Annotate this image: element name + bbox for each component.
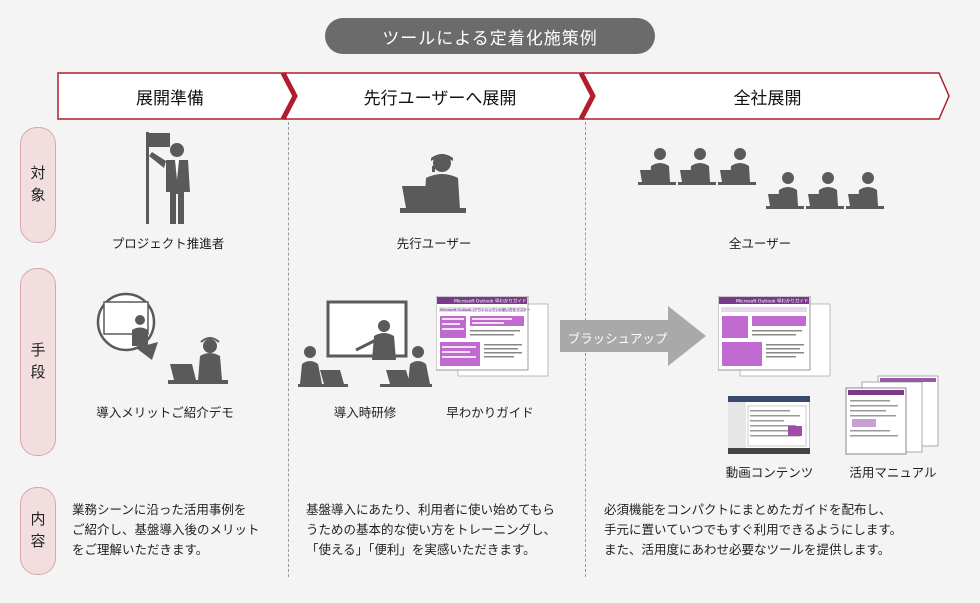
means-label-col3b: 活用マニュアル [849, 465, 937, 480]
phase-bar [57, 72, 950, 120]
means-label-col1: 導入メリットご紹介デモ [96, 405, 234, 420]
column-divider-1 [288, 122, 289, 577]
guide-document-icon: Microsoft Outlook 早わかりガイド [718, 296, 831, 377]
row-tab-content: 内 容 [20, 487, 56, 575]
row-tab-content-char-2: 容 [30, 532, 46, 550]
phase-separator-2 [578, 72, 596, 120]
row-tab-target-char-1: 対 [30, 164, 46, 183]
brush-up-arrow-label: ブラッシュアップ [567, 331, 668, 346]
content-col2-line-3: 「使える」「便利」を実感いただきます。 [306, 542, 536, 557]
content-text-col2: 基盤導入にあたり、利用者に使い始めてもら うための基本的な使い方をトレーニングし… [306, 500, 556, 560]
target-label-col1: プロジェクト推進者 [111, 236, 225, 251]
content-col1-line-2: ご紹介し、基盤導入後のメリット [72, 522, 260, 537]
row-tab-content-char-1: 内 [30, 510, 46, 529]
means-label-col2a: 導入時研修 [333, 405, 397, 420]
video-content-icon [728, 396, 810, 454]
row-tab-target-char-2: 象 [30, 186, 46, 204]
pilot-user-icon [400, 154, 466, 213]
content-col3-line-1: 必須機能をコンパクトにまとめたガイドを配布し、 [604, 502, 892, 517]
target-label-col2: 先行ユーザー [396, 236, 472, 251]
phase-label-rollout: 全社展開 [733, 88, 802, 109]
guide-doc-title-2: Microsoft Outlook 早わかりガイド [736, 298, 808, 305]
content-text-col3: 必須機能をコンパクトにまとめたガイドを配布し、 手元に置いていつでもすぐ利用でき… [604, 500, 902, 560]
row-tab-means-char-1: 手 [30, 341, 46, 360]
quick-guide-document-icon: Microsoft Outlook 早わかりガイド Microsoft Outl… [436, 296, 549, 377]
content-col3-line-2: 手元に置いていつでもすぐ利用できるようにします。 [604, 522, 903, 537]
content-col1-line-3: をご理解いただきます。 [72, 542, 209, 557]
project-lead-flag-icon [146, 132, 190, 224]
row-tab-means-char-2: 段 [30, 363, 46, 381]
means-label-col2b: 早わかりガイド [446, 405, 534, 420]
guide-doc-subtitle: Microsoft Outlook (アウトルック) の使い方をマスター [440, 307, 531, 312]
row-tab-target: 対 象 [20, 127, 56, 243]
diagram-title: ツールによる定着化施策例 [325, 18, 655, 54]
target-label-col3: 全ユーザー [728, 236, 792, 251]
training-session-icon [298, 300, 432, 387]
row-tab-means: 手 段 [20, 268, 56, 456]
means-label-col3a: 動画コンテンツ [725, 465, 814, 480]
content-col2-line-1: 基盤導入にあたり、利用者に使い始めてもら [306, 502, 555, 517]
content-col2-line-2: うための基本的な使い方をトレーニングし、 [306, 522, 557, 537]
content-col1-line-1: 業務シーンに沿った活用事例を [72, 502, 247, 517]
all-users-icon [638, 148, 884, 209]
usage-manual-icon [845, 375, 939, 455]
phase-label-pilot: 先行ユーザーへ展開 [363, 88, 517, 109]
phase-separator-1 [280, 72, 298, 120]
content-col3-line-3: また、活用度にあわせ必要なツールを提供します。 [604, 542, 891, 557]
guide-doc-title: Microsoft Outlook 早わかりガイド [454, 298, 526, 305]
content-text-col1: 業務シーンに沿った活用事例を ご紹介し、基盤導入後のメリット をご理解いただきま… [72, 500, 260, 560]
demo-presentation-icon [96, 292, 228, 384]
phase-label-prep: 展開準備 [136, 88, 204, 109]
brush-up-arrow-icon [560, 306, 706, 366]
